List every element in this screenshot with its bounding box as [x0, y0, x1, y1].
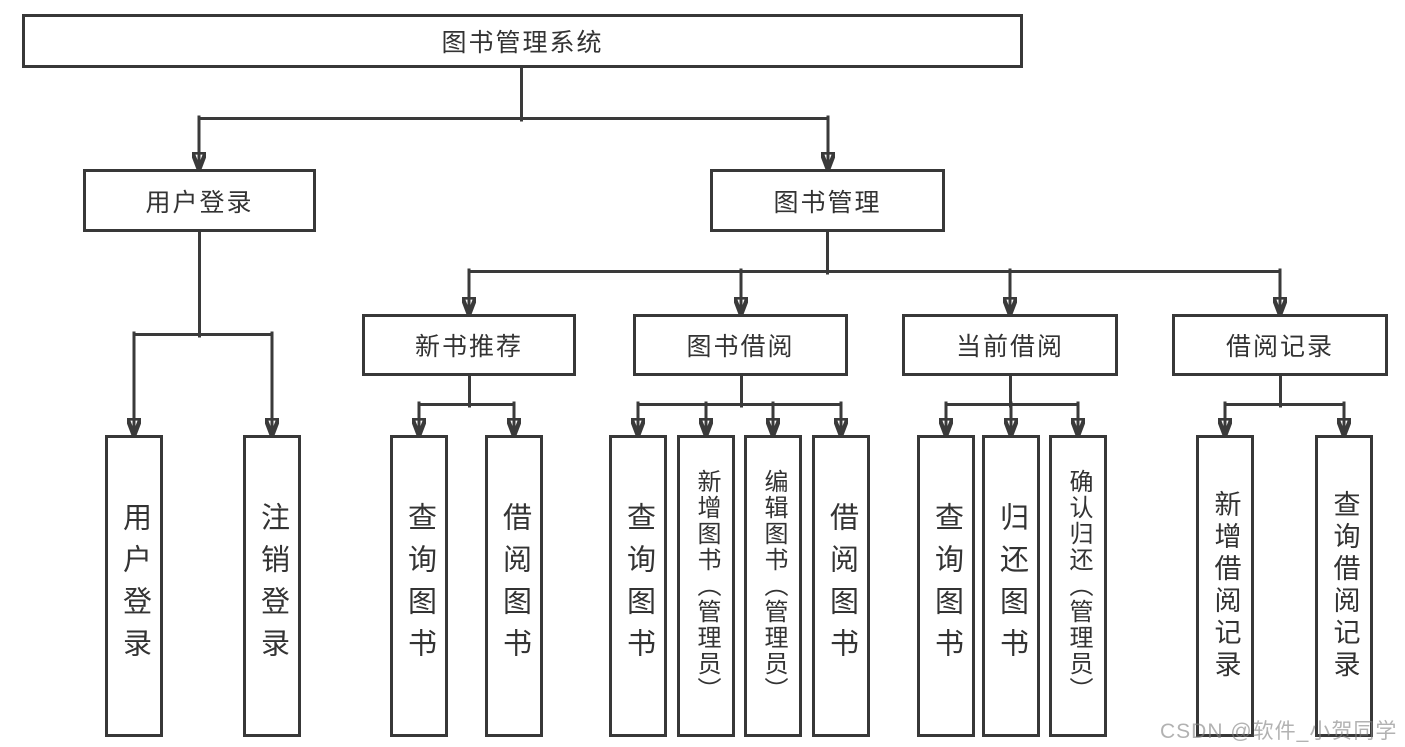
leaf-label: 用户登录: [118, 502, 151, 670]
leaf-label: 查询图书: [403, 502, 436, 670]
leaf-label: 借阅图书: [498, 502, 531, 670]
leaf-edit-books-admin: 编辑图书（管理员）: [744, 435, 802, 737]
connector-root-to-level2: [199, 66, 828, 171]
node-label: 借阅记录: [1225, 333, 1334, 361]
leaf-add-borrow-record: 新增借阅记录: [1196, 435, 1254, 737]
leaf-return-books: 归还图书: [982, 435, 1040, 737]
leaf-label: 确认归还（管理员）: [1065, 469, 1092, 703]
leaf-label: 新增图书（管理员）: [693, 469, 720, 703]
node-book-management-module: 图书管理: [710, 169, 945, 232]
node-current-borrowing: 当前借阅: [902, 314, 1118, 376]
node-label: 当前借阅: [955, 333, 1064, 361]
leaf-add-books-admin: 新增图书（管理员）: [677, 435, 735, 737]
leaf-label: 借阅图书: [825, 502, 858, 670]
node-root-system: 图书管理系统: [22, 14, 1023, 68]
leaf-logout: 注销登录: [243, 435, 301, 737]
leaf-borrow-books-recommend: 借阅图书: [485, 435, 543, 737]
leaf-query-borrow-record: 查询借阅记录: [1315, 435, 1373, 737]
leaf-label: 新增借阅记录: [1210, 490, 1241, 682]
leaf-label: 归还图书: [995, 502, 1028, 670]
leaf-confirm-return-admin: 确认归还（管理员）: [1049, 435, 1107, 737]
leaf-label: 注销登录: [256, 502, 289, 670]
connector-userlogin-to-leaves: [134, 230, 272, 437]
leaf-user-login: 用户登录: [105, 435, 163, 737]
node-borrowing-records: 借阅记录: [1172, 314, 1388, 376]
csdn-watermark: CSDN @软件_小贺同学: [1160, 720, 1398, 743]
leaf-query-books-borrow: 查询图书: [609, 435, 667, 737]
node-label: 图书管理系统: [441, 29, 604, 57]
leaf-query-books-recommend: 查询图书: [390, 435, 448, 737]
node-label: 图书管理: [773, 188, 882, 217]
connector-current-to-leaves: [946, 374, 1078, 437]
leaf-label: 查询图书: [622, 502, 655, 670]
leaf-query-books-current: 查询图书: [917, 435, 975, 737]
node-user-login-module: 用户登录: [83, 169, 316, 232]
connector-borrow-to-leaves: [638, 374, 841, 437]
node-label: 用户登录: [145, 188, 254, 217]
connector-newbooks-to-leaves: [419, 374, 514, 437]
node-book-borrowing: 图书借阅: [633, 314, 848, 376]
node-label: 图书借阅: [686, 333, 795, 361]
node-new-book-recommend: 新书推荐: [362, 314, 576, 376]
leaf-label: 查询借阅记录: [1329, 490, 1360, 682]
leaf-label: 编辑图书（管理员）: [760, 469, 787, 703]
node-label: 新书推荐: [414, 333, 523, 361]
leaf-label: 查询图书: [930, 502, 963, 670]
connector-bookmgmt-to-level3: [469, 230, 1280, 316]
leaf-borrow-books: 借阅图书: [812, 435, 870, 737]
connector-records-to-leaves: [1225, 374, 1344, 437]
